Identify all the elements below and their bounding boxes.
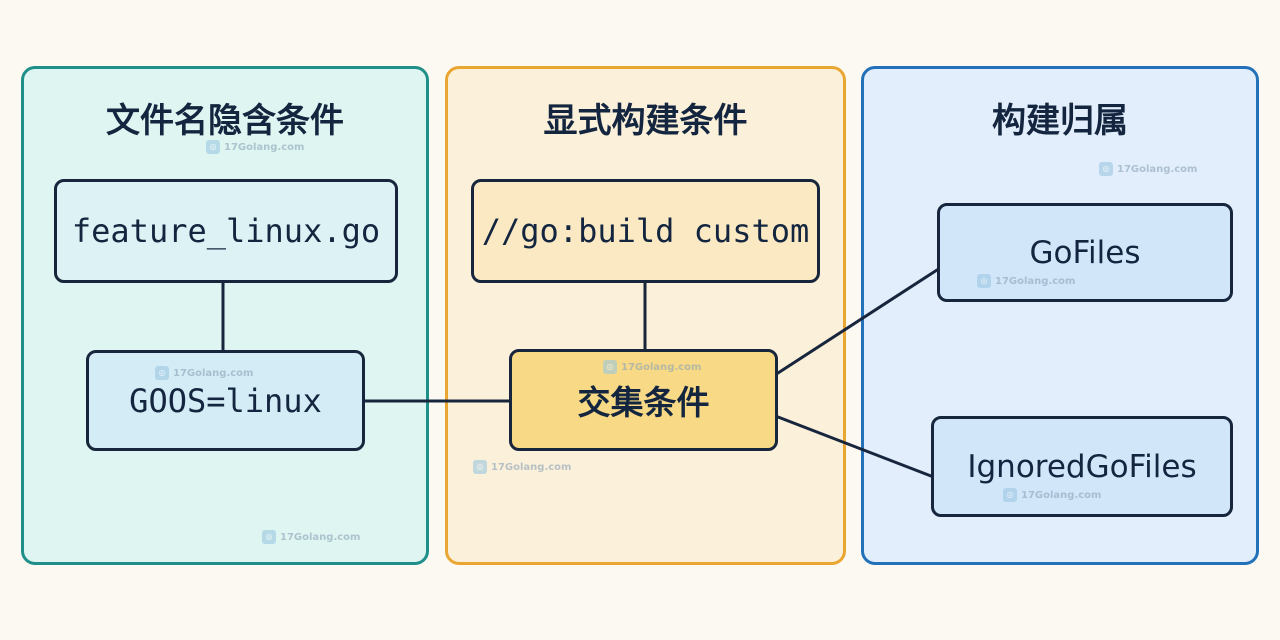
watermark: ◎ 17Golang.com [262, 530, 360, 544]
ignored-gofiles-node: IgnoredGoFiles [931, 416, 1233, 517]
watermark-logo-icon: ◎ [473, 460, 487, 474]
watermark-logo-icon: ◎ [603, 360, 617, 374]
watermark-text: 17Golang.com [1117, 163, 1198, 175]
goos-node: GOOS=linux [86, 350, 365, 451]
watermark-text: 17Golang.com [1021, 489, 1102, 501]
intersection-node: 交集条件 [509, 349, 778, 451]
filename-node: feature_linux.go [54, 179, 398, 283]
watermark: ◎ 17Golang.com [206, 140, 304, 154]
watermark-text: 17Golang.com [491, 461, 572, 473]
watermark: ◎ 17Golang.com [1099, 162, 1197, 176]
watermark: ◎ 17Golang.com [155, 366, 253, 380]
watermark-logo-icon: ◎ [1099, 162, 1113, 176]
watermark-logo-icon: ◎ [977, 274, 991, 288]
watermark-text: 17Golang.com [173, 367, 254, 379]
gofiles-node: GoFiles [937, 203, 1233, 302]
watermark-logo-icon: ◎ [206, 140, 220, 154]
filename-implicit-title: 文件名隐含条件 [106, 101, 344, 141]
build-tag-node: //go:build custom [471, 179, 820, 283]
watermark-logo-icon: ◎ [1003, 488, 1017, 502]
watermark-text: 17Golang.com [224, 141, 305, 153]
watermark: ◎ 17Golang.com [1003, 488, 1101, 502]
watermark: ◎ 17Golang.com [473, 460, 571, 474]
build-membership-title: 构建归属 [992, 101, 1128, 141]
watermark-logo-icon: ◎ [155, 366, 169, 380]
watermark-text: 17Golang.com [621, 361, 702, 373]
watermark: ◎ 17Golang.com [977, 274, 1075, 288]
explicit-build-title: 显式构建条件 [543, 101, 748, 141]
filename-implicit-panel: 文件名隐含条件 [21, 66, 429, 565]
watermark: ◎ 17Golang.com [603, 360, 701, 374]
watermark-logo-icon: ◎ [262, 530, 276, 544]
explicit-build-panel: 显式构建条件 [445, 66, 846, 565]
watermark-text: 17Golang.com [280, 531, 361, 543]
watermark-text: 17Golang.com [995, 275, 1076, 287]
